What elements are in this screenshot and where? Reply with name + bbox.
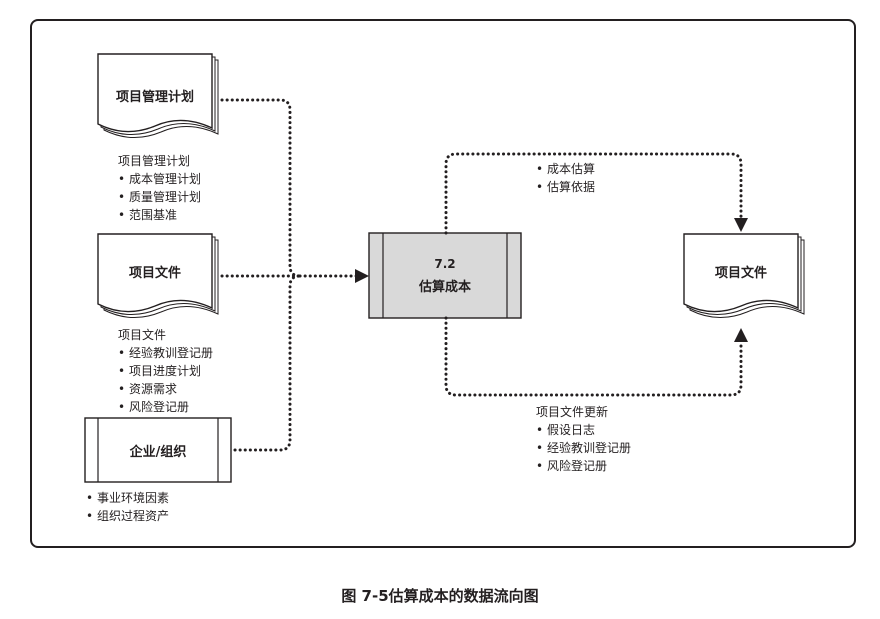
output-list-estimates: 成本估算 估算依据 [536,160,595,196]
list-item: 项目进度计划 [118,362,213,380]
input-list-project-management-plan: 项目管理计划 成本管理计划 质量管理计划 范围基准 [118,152,201,224]
enterprise-organization-box [84,417,232,483]
process-box [368,232,522,319]
list-item: 成本管理计划 [118,170,201,188]
list-title: 项目文件更新 [536,405,609,419]
list-item: 风险登记册 [118,398,213,416]
arrow-to-output-bottom [734,328,748,342]
document-project-documents [97,233,219,318]
list-item: 假设日志 [536,421,631,439]
document-project-management-plan [97,53,219,138]
doc-title-project-management-plan: 项目管理计划 [115,90,194,105]
list-item: 事业环境因素 [86,489,169,507]
list-item: 组织过程资产 [86,507,169,525]
list-title: 项目管理计划 [118,154,191,168]
output-list-document-updates: 项目文件更新 假设日志 经验教训登记册 风险登记册 [536,403,631,475]
list-item: 估算依据 [536,178,595,196]
doc-title-output-project-documents: 项目文件 [714,266,767,281]
process-number: 7.2 [434,257,456,271]
connector-doc-updates [444,316,743,397]
input-list-enterprise-organization: 事业环境因素 组织过程资产 [86,489,169,525]
connector-plan [220,98,302,278]
arrow-to-output-top [734,218,748,232]
connector-enterprise [233,274,302,452]
box-title-enterprise-organization: 企业/组织 [129,445,187,460]
input-list-project-documents: 项目文件 经验教训登记册 项目进度计划 资源需求 风险登记册 [118,326,213,416]
figure-caption: 图 7-5估算成本的数据流向图 [341,587,539,605]
arrow-to-process [355,269,369,283]
list-item: 成本估算 [536,160,595,178]
list-title: 项目文件 [118,328,167,342]
diagram-frame [30,19,856,548]
list-item: 质量管理计划 [118,188,201,206]
doc-title-project-documents: 项目文件 [128,266,181,281]
list-item: 经验教训登记册 [118,344,213,362]
connector-cost-estimates [444,152,743,235]
list-item: 范围基准 [118,206,201,224]
list-item: 经验教训登记册 [536,439,631,457]
document-output-project-documents [683,233,805,318]
list-item: 资源需求 [118,380,213,398]
process-name: 估算成本 [418,280,471,295]
list-item: 风险登记册 [536,457,631,475]
